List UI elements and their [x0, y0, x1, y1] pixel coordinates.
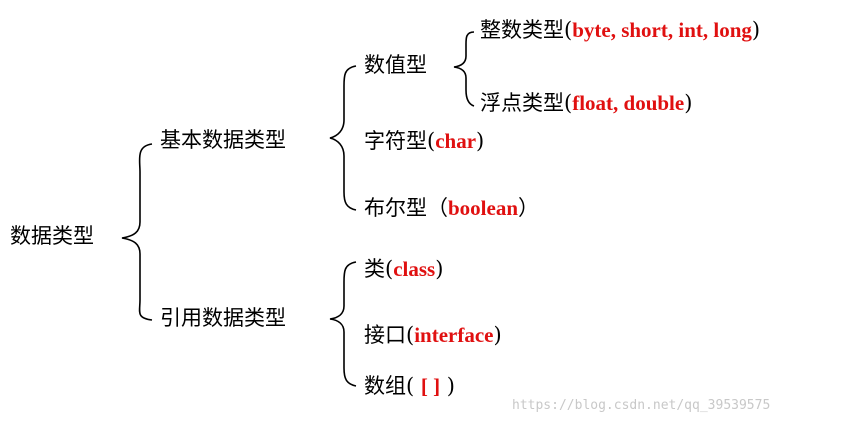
- primitive-brace: [329, 65, 357, 211]
- integer-keywords: byte, short, int, long: [572, 18, 752, 42]
- array-keyword: [ ]: [420, 374, 441, 398]
- char-suffix: ): [476, 129, 485, 153]
- array-suffix: ): [440, 374, 455, 398]
- interface-suffix: ): [493, 323, 502, 347]
- numeric-type-label: 数值型: [364, 53, 427, 77]
- float-suffix: ): [684, 91, 693, 115]
- reference-types-label: 引用数据类型: [160, 306, 286, 330]
- float-prefix: 浮点类型(: [480, 91, 573, 115]
- class-keyword: class: [393, 257, 436, 281]
- char-prefix: 字符型(: [364, 129, 436, 153]
- char-type-label: 字符型(char): [364, 127, 484, 155]
- watermark: https://blog.csdn.net/qq_39539575: [512, 398, 771, 413]
- boolean-type-label: 布尔型（boolean）: [364, 194, 539, 222]
- primitive-types-label: 基本数据类型: [160, 128, 286, 152]
- root-label: 数据类型: [10, 224, 94, 248]
- class-suffix: ): [435, 257, 444, 281]
- interface-prefix: 接口(: [364, 323, 415, 347]
- integer-suffix: ): [751, 18, 761, 42]
- interface-keyword: interface: [414, 323, 494, 347]
- integer-prefix: 整数类型(: [480, 18, 573, 42]
- boolean-suffix: ）: [518, 196, 540, 220]
- boolean-prefix: 布尔型（: [364, 196, 448, 220]
- float-type-label: 浮点类型(float, double): [480, 89, 692, 117]
- interface-type-label: 接口(interface): [364, 321, 502, 349]
- float-keywords: float, double: [572, 91, 685, 115]
- boolean-keyword: boolean: [448, 196, 519, 220]
- char-keyword: char: [435, 129, 477, 153]
- reference-brace: [329, 261, 357, 387]
- class-prefix: 类(: [364, 257, 394, 281]
- class-type-label: 类(class): [364, 255, 443, 283]
- numeric-brace: [453, 31, 475, 107]
- root-brace: [121, 143, 153, 321]
- array-prefix: 数组(: [364, 374, 421, 398]
- integer-type-label: 整数类型(byte, short, int, long): [480, 16, 760, 44]
- array-type-label: 数组( [ ] ): [364, 372, 455, 400]
